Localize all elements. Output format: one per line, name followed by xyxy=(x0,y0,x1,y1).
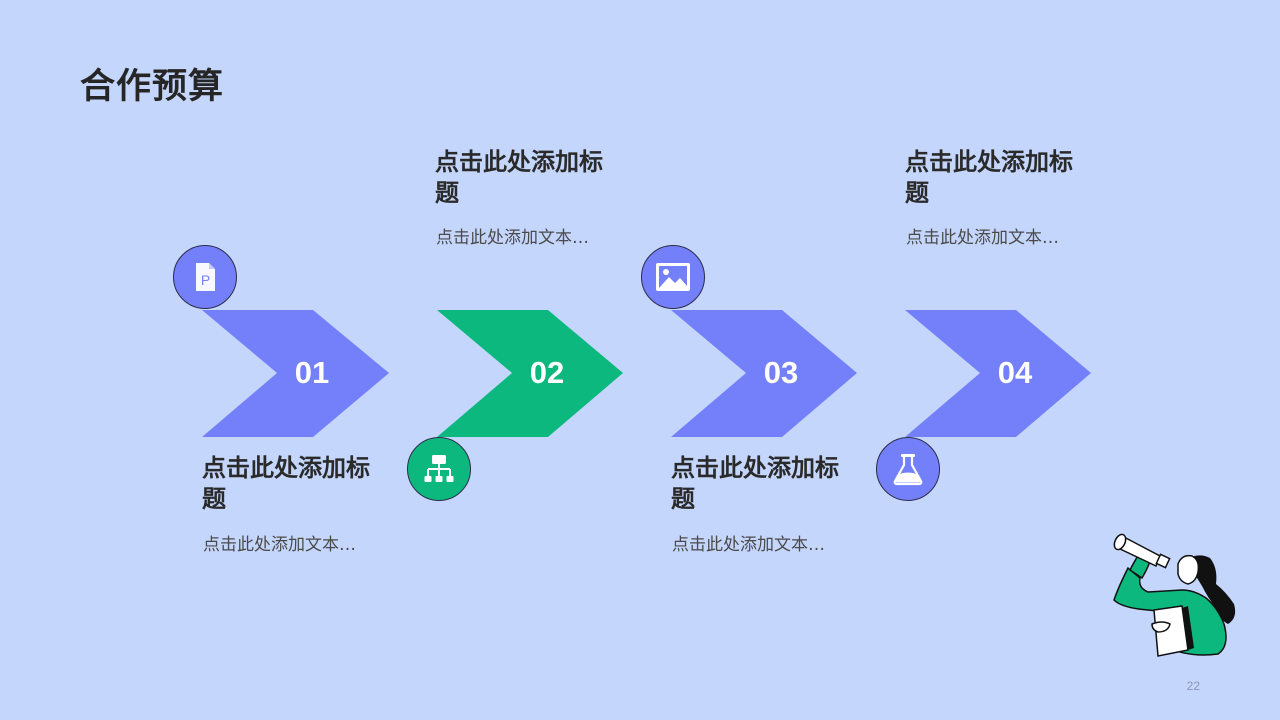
image-icon xyxy=(656,263,690,291)
step-2-icon-circle xyxy=(407,437,471,501)
step-4-heading[interactable]: 点击此处添加标题 xyxy=(905,148,1073,207)
arrow-step-1 xyxy=(202,310,389,437)
step-number-4: 04 xyxy=(997,355,1033,390)
powerpoint-file-icon: P xyxy=(196,263,215,291)
step-number-1: 01 xyxy=(294,355,330,390)
arrow-step-3 xyxy=(671,310,857,437)
step-number-3: 03 xyxy=(763,355,799,390)
page-number: 22 xyxy=(1186,679,1200,693)
org-chart-icon xyxy=(424,455,454,482)
step-3-text[interactable]: 点击此处添加文本… xyxy=(672,535,825,555)
step-4-icon-circle xyxy=(876,437,940,501)
step-2-heading[interactable]: 点击此处添加标题 xyxy=(435,148,603,207)
arrow-step-2 xyxy=(437,310,623,437)
person-with-telescope-illustration xyxy=(1113,533,1236,657)
step-3-icon-circle xyxy=(641,245,705,309)
step-4-text[interactable]: 点击此处添加文本… xyxy=(906,228,1059,248)
svg-text:P: P xyxy=(201,272,210,288)
step-1-text[interactable]: 点击此处添加文本… xyxy=(203,535,356,555)
flask-icon xyxy=(893,454,923,486)
step-2-text[interactable]: 点击此处添加文本… xyxy=(436,228,589,248)
page-title: 合作预算 xyxy=(80,67,225,107)
step-3-heading[interactable]: 点击此处添加标题 xyxy=(671,454,839,513)
step-1-icon-circle: P xyxy=(173,245,237,309)
arrow-step-4 xyxy=(905,310,1091,437)
step-number-2: 02 xyxy=(529,355,565,390)
step-1-heading[interactable]: 点击此处添加标题 xyxy=(202,454,370,513)
